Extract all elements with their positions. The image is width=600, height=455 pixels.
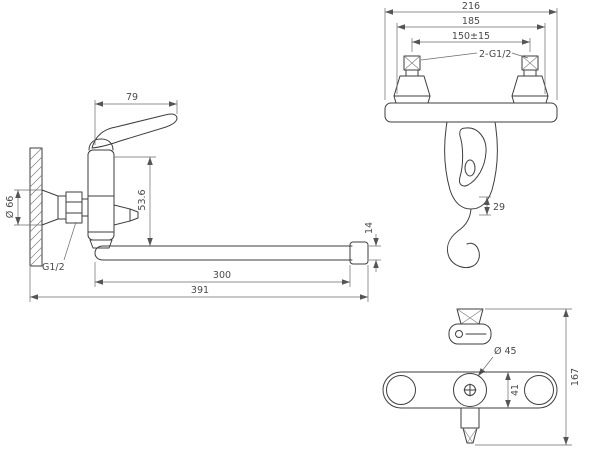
dim-handle-length-label: 79 (126, 92, 138, 103)
spout-stub (448, 308, 492, 345)
lever-handle (91, 113, 178, 149)
dim-lever-offset: 29 (479, 196, 505, 216)
dim-body-height-label: 53.6 (137, 189, 148, 210)
dim-flange-diameter: Ø 66 (5, 189, 42, 226)
dim-spout-reach-label: 300 (213, 270, 231, 281)
dim-connection-threads: 2-G1/2 (420, 49, 529, 61)
bottom-view: Ø 45 41 167 (382, 308, 581, 446)
eccentric-right (511, 55, 549, 104)
dim-spout-reach: 300 (94, 262, 351, 287)
dim-mount-centers-label: 150±15 (452, 31, 490, 42)
wall-section (29, 147, 43, 267)
dim-total-reach-label: 391 (191, 285, 209, 296)
dim-overall-width: 216 (384, 1, 558, 100)
dim-wall-thread: G1/2 (42, 221, 77, 273)
dim-connection-threads-label: 2-G1/2 (479, 49, 511, 60)
dim-body-diameter-label: Ø 45 (494, 346, 517, 357)
eccentric-left (393, 55, 431, 104)
dim-spout-tube-height: 14 (364, 222, 381, 272)
front-view: 216 185 150±15 2-G1/2 29 (384, 1, 558, 269)
diverter-knob (113, 204, 139, 226)
mixer-body-front (444, 121, 498, 269)
spout (89, 239, 369, 265)
body-bar (384, 102, 558, 123)
side-view: 79 Ø 66 53.6 14 G1/2 (5, 92, 381, 302)
body-bar-bottom (382, 371, 558, 409)
dim-body-depth-label: 41 (510, 384, 521, 396)
dim-body-height: 53.6 (114, 156, 156, 246)
dim-flange-width: 185 (396, 16, 546, 94)
dim-overall-width-label: 216 (462, 1, 480, 12)
dim-flange-diameter-label: Ø 66 (5, 196, 16, 219)
dim-flange-width-label: 185 (462, 16, 480, 27)
dim-overall-height: 167 (475, 308, 581, 446)
dim-mount-centers: 150±15 (411, 31, 531, 52)
wall-flange (41, 189, 89, 226)
dim-lever-offset-label: 29 (493, 202, 505, 213)
faucet-body (87, 138, 115, 241)
dim-overall-height-label: 167 (570, 368, 581, 386)
dim-handle-length: 79 (94, 92, 178, 145)
cartridge-stub (460, 407, 480, 444)
dim-body-depth: 41 (505, 372, 521, 408)
dim-wall-thread-label: G1/2 (42, 262, 65, 273)
dim-total-reach: 391 (29, 265, 369, 302)
dim-body-diameter: Ø 45 (477, 346, 517, 377)
dim-spout-tube-height-label: 14 (364, 222, 375, 234)
